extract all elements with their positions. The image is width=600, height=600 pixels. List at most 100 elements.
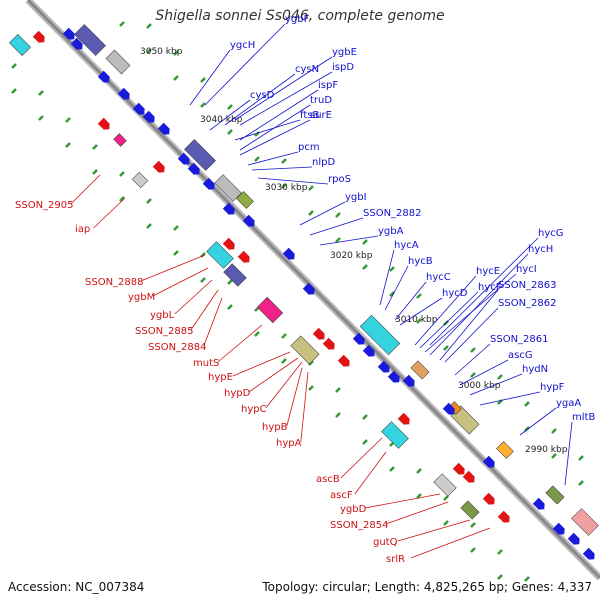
leader-line [265, 361, 303, 409]
reverse-gene-label: ygbI [345, 192, 367, 203]
tick-mark [200, 102, 206, 108]
gene-block [223, 263, 247, 287]
tick-mark [227, 279, 233, 285]
gene-features [9, 24, 599, 560]
reverse-gene-label: surE [310, 110, 332, 121]
leader-line [257, 177, 329, 185]
tick-mark [443, 495, 449, 501]
leader-line [232, 351, 291, 377]
reverse-gene-label: nlpD [312, 157, 335, 168]
leader-line [379, 249, 395, 306]
tick-mark [335, 412, 341, 418]
tick-mark [524, 401, 530, 407]
leader-line [239, 104, 311, 151]
leader-line [340, 437, 383, 479]
tick-mark [38, 115, 44, 121]
tick-mark [308, 185, 314, 191]
reverse-gene-labels[interactable]: ygbFygcHcysNygbEispDcysDftsBispFtruDsurE… [189, 14, 595, 486]
reverse-gene-label: SSON_2862 [498, 298, 557, 309]
leader-line [410, 527, 491, 559]
tick-mark [281, 333, 287, 339]
tick-mark [11, 88, 17, 94]
reverse-gene-label: ygbA [378, 226, 404, 237]
gene-block [496, 441, 514, 459]
forward-gene-label: srlR [386, 554, 405, 565]
tick-mark [119, 21, 125, 27]
forward-gene-label: ygbM [128, 292, 155, 303]
tick-mark [416, 468, 422, 474]
tick-mark [281, 183, 287, 189]
gene-block [359, 314, 401, 356]
reverse-gene-label: hycD [442, 288, 468, 299]
tick-mark [65, 142, 71, 148]
leader-line [309, 217, 364, 236]
gene-block [545, 485, 565, 505]
forward-gene-arrow [322, 337, 335, 350]
gene-block [214, 174, 242, 202]
forward-gene-label: ygbL [150, 310, 175, 321]
forward-gene-label: SSON_2854 [330, 520, 389, 531]
tick-mark [362, 264, 368, 270]
leader-line [93, 197, 126, 229]
reverse-gene-label: ygcH [230, 40, 255, 51]
leader-line [239, 71, 333, 126]
reverse-gene-label: SSON_2861 [490, 334, 549, 345]
forward-gene-label: hypE [208, 372, 233, 383]
forward-gene-label: hypD [224, 388, 251, 399]
reverse-gene-label: ispD [332, 62, 354, 73]
leader-line [239, 119, 311, 156]
leader-line [299, 201, 346, 226]
leader-line [479, 391, 541, 406]
leader-line [300, 371, 309, 443]
tick-mark [308, 385, 314, 391]
leader-line [394, 281, 427, 321]
reverse-gene-label: hydN [522, 364, 548, 375]
forward-gene-label: ascF [330, 490, 353, 501]
leader-line [247, 151, 299, 166]
tick-mark [119, 196, 125, 202]
forward-gene-label: SSON_2885 [135, 326, 194, 337]
gene-block [410, 360, 430, 380]
tick-mark [470, 347, 476, 353]
tick-mark [497, 574, 503, 580]
tick-mark [227, 104, 233, 110]
leader-line [140, 254, 206, 282]
leader-line [397, 519, 471, 542]
gene-block [571, 508, 599, 536]
reverse-gene-label: pcm [298, 142, 320, 153]
forward-gene-arrow [397, 412, 410, 425]
forward-gene-labels[interactable]: SSON_2905iapSSON_2888ygbMygbLSSON_2885SS… [15, 174, 491, 565]
reverse-gene-label: hypF [540, 382, 565, 393]
gene-block [113, 133, 127, 147]
tick-mark [497, 374, 503, 380]
tick-mark [146, 198, 152, 204]
leader-line [564, 421, 573, 486]
leader-line [419, 291, 479, 349]
tick-mark [200, 277, 206, 283]
tick-mark [362, 239, 368, 245]
forward-gene-label: SSON_2884 [148, 342, 207, 353]
tick-mark [281, 158, 287, 164]
leader-line [203, 297, 223, 347]
leader-line [152, 267, 209, 297]
tick-mark [578, 455, 584, 461]
tick-marks [11, 21, 584, 582]
tick-mark [551, 453, 557, 459]
forward-gene-label: ascB [316, 474, 340, 485]
tick-mark [470, 547, 476, 553]
tick-mark [146, 48, 152, 54]
leader-line [286, 367, 303, 427]
forward-gene-label: ygbD [340, 504, 367, 515]
forward-gene-label: hypA [276, 438, 302, 449]
tick-mark [308, 210, 314, 216]
tick-mark [92, 144, 98, 150]
reverse-gene-label: rpoS [328, 174, 351, 185]
tick-mark [362, 414, 368, 420]
forward-gene-label: SSON_2905 [15, 200, 74, 211]
gene-block [131, 171, 149, 189]
leader-line [224, 73, 296, 126]
reverse-gene-label: ascG [508, 350, 533, 361]
gene-block [433, 473, 457, 497]
tick-mark [173, 250, 179, 256]
